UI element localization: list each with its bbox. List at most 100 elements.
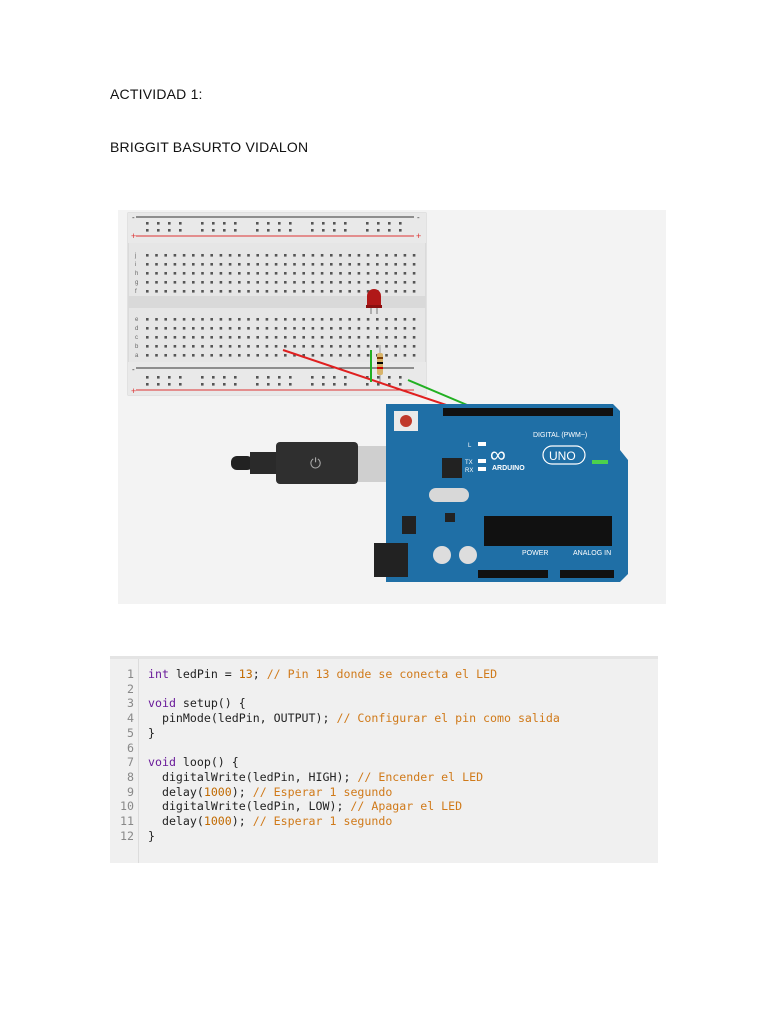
- breadboard-hole: [394, 290, 397, 293]
- code-token: delay(: [148, 784, 204, 799]
- breadboard-hole: [394, 345, 397, 348]
- breadboard-hole: [302, 345, 305, 348]
- breadboard-hole: [412, 281, 416, 284]
- code-token: // Encender el LED: [357, 769, 484, 784]
- breadboard-hole: [228, 327, 232, 330]
- breadboard-hole: [302, 263, 305, 266]
- breadboard-hole: [376, 327, 379, 330]
- code-line: delay(1000); // Esperar 1 segundo: [148, 814, 392, 828]
- breadboard-hole: [146, 336, 149, 339]
- breadboard-hole: [403, 336, 407, 339]
- breadboard-hole: [173, 336, 177, 339]
- breadboard-hole: [403, 354, 407, 357]
- breadboard-hole: [385, 272, 388, 275]
- breadboard-hole: [168, 222, 171, 225]
- breadboard-hole: [157, 376, 160, 379]
- breadboard-hole: [256, 345, 259, 348]
- breadboard-hole: [228, 336, 232, 339]
- breadboard-hole: [348, 345, 351, 348]
- breadboard-hole: [330, 254, 333, 257]
- breadboard-hole: [330, 272, 333, 275]
- breadboard-hole: [210, 290, 213, 293]
- code-token: loop() {: [175, 755, 239, 770]
- breadboard-hole: [265, 345, 269, 348]
- breadboard-hole: [412, 263, 416, 266]
- breadboard-hole: [348, 290, 351, 293]
- breadboard-hole: [192, 290, 195, 293]
- breadboard-hole: [274, 354, 278, 357]
- breadboard-hole: [212, 376, 215, 379]
- breadboard-row-label: e: [135, 317, 139, 323]
- breadboard-hole: [311, 222, 314, 225]
- breadboard-hole: [385, 354, 388, 357]
- breadboard-hole: [157, 222, 160, 225]
- breadboard-hole: [265, 254, 269, 257]
- breadboard-hole: [366, 272, 370, 275]
- breadboard-hole: [228, 290, 232, 293]
- breadboard-hole: [289, 376, 292, 379]
- breadboard-hole: [146, 222, 149, 225]
- breadboard-hole: [348, 272, 351, 275]
- breadboard-hole: [311, 376, 314, 379]
- breadboard-hole: [311, 281, 315, 284]
- breadboard-hole: [256, 272, 259, 275]
- breadboard-hole: [376, 272, 379, 275]
- breadboard-hole: [192, 354, 195, 357]
- breadboard-hole: [256, 263, 259, 266]
- line-number: 1: [127, 667, 134, 681]
- breadboard-hole: [182, 254, 186, 257]
- breadboard-hole: [256, 383, 259, 386]
- breadboard-hole: [376, 281, 379, 284]
- rail-plus-label-right: +: [416, 231, 421, 241]
- breadboard-hole: [238, 354, 241, 357]
- breadboard-hole: [219, 345, 223, 348]
- breadboard-hole: [357, 318, 361, 321]
- arduino-logo-icon: ∞: [490, 442, 506, 467]
- breadboard-hole: [182, 290, 186, 293]
- breadboard-hole: [339, 281, 342, 284]
- breadboard-hole: [377, 376, 380, 379]
- breadboard-hole: [192, 263, 195, 266]
- breadboard-hole: [320, 263, 324, 266]
- breadboard-hole: [157, 229, 160, 232]
- code-token: delay(: [148, 814, 204, 828]
- breadboard-hole: [265, 318, 269, 321]
- breadboard-hole: [247, 263, 250, 266]
- breadboard-hole: [173, 290, 177, 293]
- breadboard-hole: [212, 229, 215, 232]
- breadboard-hole: [223, 376, 226, 379]
- line-number: 3: [127, 696, 134, 711]
- breadboard-hole: [274, 345, 278, 348]
- code-token: setup() {: [175, 696, 246, 711]
- breadboard-hole: [173, 263, 177, 266]
- code-line: digitalWrite(ledPin, HIGH); // Encender …: [148, 770, 483, 784]
- breadboard-hole: [210, 254, 213, 257]
- breadboard-hole: [238, 281, 241, 284]
- breadboard-hole: [357, 263, 361, 266]
- breadboard-hole: [385, 281, 388, 284]
- breadboard-hole: [348, 318, 351, 321]
- breadboard-hole: [146, 229, 149, 232]
- breadboard-hole: [210, 354, 213, 357]
- breadboard-hole: [201, 327, 204, 330]
- breadboard-hole: [320, 272, 324, 275]
- breadboard-hole: [201, 336, 204, 339]
- breadboard-hole: [265, 272, 269, 275]
- breadboard-hole: [155, 281, 158, 284]
- activity-heading: ACTIVIDAD 1:: [110, 86, 203, 102]
- breadboard-hole: [344, 383, 347, 386]
- breadboard-hole: [256, 354, 259, 357]
- breadboard-hole: [173, 327, 177, 330]
- breadboard-hole: [366, 336, 370, 339]
- breadboard-hole: [293, 318, 296, 321]
- breadboard-hole: [357, 290, 361, 293]
- breadboard-hole: [385, 327, 388, 330]
- breadboard-hole: [339, 290, 342, 293]
- rail-minus-label: -: [132, 213, 135, 222]
- code-token: pinMode(ledPin, OUTPUT);: [148, 711, 337, 726]
- breadboard-hole: [348, 254, 351, 257]
- breadboard-hole: [385, 290, 388, 293]
- breadboard-hole: [164, 263, 167, 266]
- breadboard-hole: [274, 327, 278, 330]
